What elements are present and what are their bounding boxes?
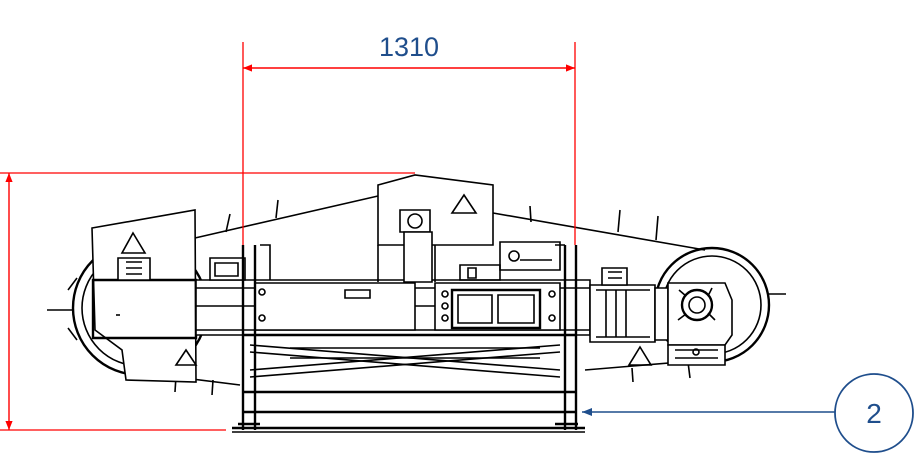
magnetic-separator-side-view (47, 174, 786, 433)
callout-number: 2 (866, 398, 882, 429)
control-box (450, 288, 542, 330)
head-pulley-guard (377, 174, 494, 246)
callout-circle (834, 373, 914, 453)
height-dimension (0, 172, 415, 431)
warning-triangle (627, 345, 653, 366)
width-dimension: 1310 (242, 32, 576, 245)
warning-triangle (450, 193, 478, 214)
callout-balloon: 2 (582, 373, 914, 453)
width-dimension-label: 1310 (379, 32, 439, 62)
support-frame (232, 244, 585, 433)
warning-triangle (120, 231, 147, 254)
warning-triangle (174, 348, 198, 366)
gear-motor (589, 267, 733, 366)
